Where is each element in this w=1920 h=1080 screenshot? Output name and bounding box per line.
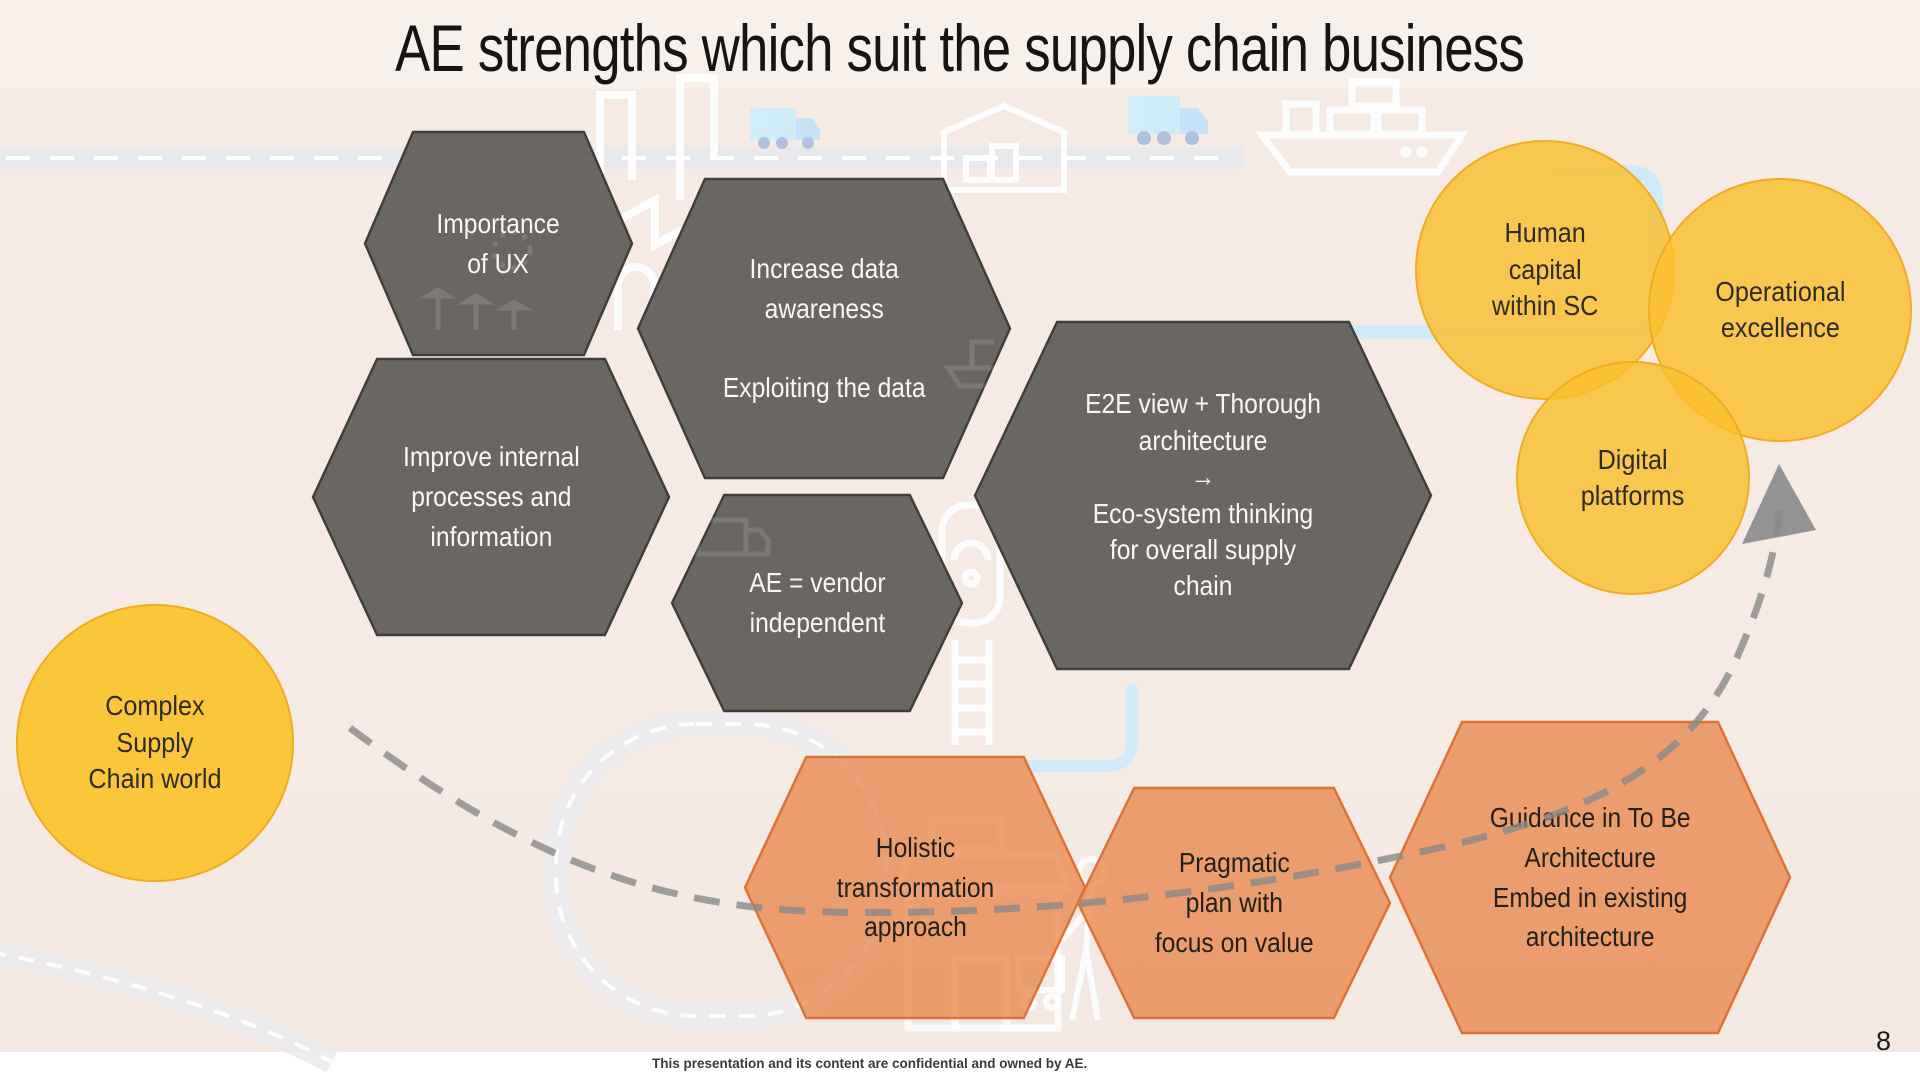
truck-icon	[750, 108, 820, 149]
hexagon-label: Pragmatic plan with focus on value	[1154, 847, 1314, 958]
page-title: AE strengths which suit the supply chain…	[0, 10, 1920, 86]
circle-complex-supply-chain: Complex Supply Chain world	[16, 604, 294, 882]
bottom-left-road	[0, 941, 338, 1073]
circle-digital-platforms: Digital platforms	[1516, 361, 1750, 595]
hexagon-improve-internal-processes: Improve internal processes and informati…	[313, 359, 669, 635]
hexagon-pragmatic-plan: Pragmatic plan with focus on value	[1078, 788, 1390, 1018]
hexagon-increase-data-awareness: Increase data awareness Exploiting the d…	[638, 179, 1010, 478]
ship-icon	[1254, 78, 1469, 176]
hexagon-label: Improve internal processes and informati…	[402, 441, 580, 552]
page-title-text: AE strengths which suit the supply chain…	[395, 11, 1526, 85]
hexagon-importance-of-ux: Importance of UX	[365, 132, 632, 355]
hexagon-label: Increase data awareness Exploiting the d…	[722, 253, 926, 404]
hexagon-guidance-to-be-architecture: Guidance in To Be Architecture Embed in …	[1390, 722, 1790, 1033]
warehouse-icon	[941, 102, 1067, 193]
hexagon-label: Importance of UX	[436, 207, 561, 279]
hexagon-label: E2E view + Thorough architecture → Eco-s…	[1085, 388, 1321, 602]
hexagon-vendor-independent: AE = vendor independent	[672, 495, 962, 711]
hexagon-holistic-transformation: Holistic transformation approach	[745, 757, 1085, 1018]
hexagon-label: Guidance in To Be Architecture Embed in …	[1489, 802, 1691, 953]
hexagon-e2e-view: E2E view + Thorough architecture → Eco-s…	[975, 322, 1431, 669]
hexagon-label: AE = vendor independent	[748, 567, 886, 638]
page-number: 8	[1876, 1026, 1892, 1056]
route-line-middle	[1022, 684, 1138, 772]
confidentiality-footer: This presentation and its content are co…	[652, 1056, 1088, 1071]
hexagon-label: Holistic transformation approach	[836, 831, 994, 943]
flow-arrow-head	[1742, 464, 1816, 544]
truck-icon	[1128, 96, 1208, 145]
